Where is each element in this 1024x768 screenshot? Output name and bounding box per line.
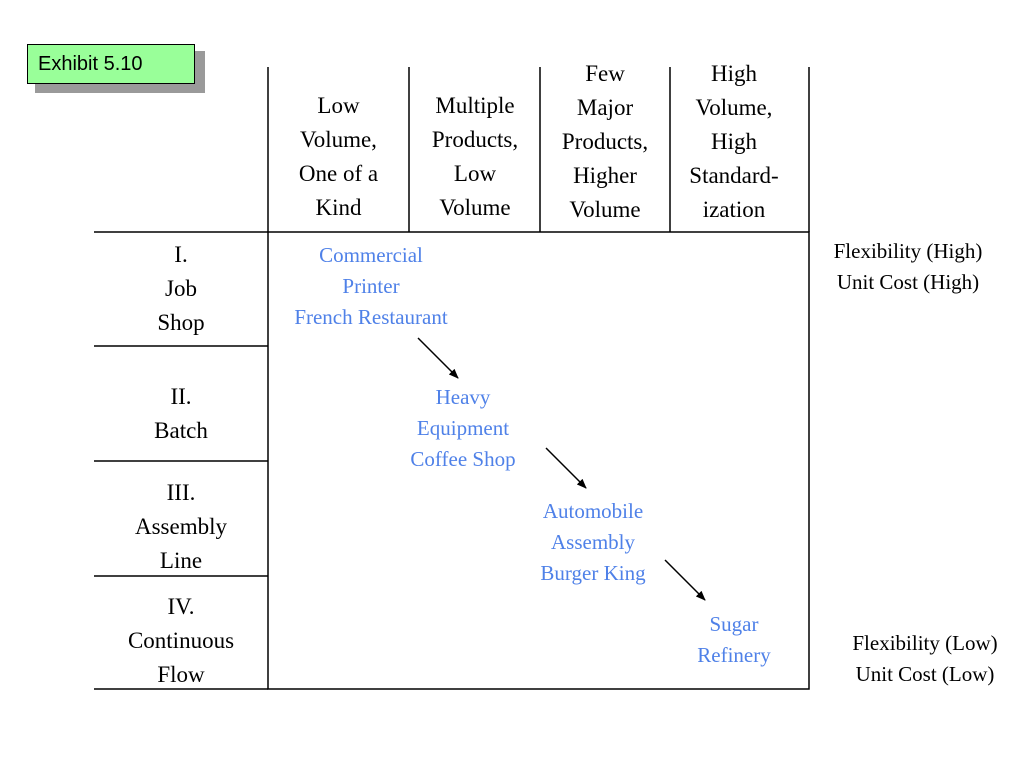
arrow-2 — [545, 447, 587, 489]
example-assembly-line: Automobile Assembly Burger King — [540, 499, 646, 585]
example-batch: Heavy Equipment Coffee Shop — [410, 385, 516, 471]
example-continuous-flow: Sugar Refinery — [697, 612, 771, 667]
exhibit-label: Exhibit 5.10 — [27, 44, 195, 84]
note-low-flexibility: Flexibility (Low) Unit Cost (Low) — [852, 631, 998, 686]
column-header-high-volume: High Volume, High Standard- ization — [689, 61, 779, 222]
row-header-job-shop: I. Job Shop — [157, 242, 205, 335]
column-header-few-major-products: Few Major Products, Higher Volume — [561, 61, 649, 222]
example-job-shop: Commercial Printer French Restaurant — [294, 243, 448, 329]
column-header-multiple-products: Multiple Products, Low Volume — [431, 93, 519, 220]
row-header-assembly-line: III. Assembly Line — [135, 480, 227, 573]
note-high-flexibility: Flexibility (High) Unit Cost (High) — [833, 239, 983, 294]
row-header-batch: II. Batch — [154, 384, 208, 443]
row-header-continuous-flow: IV. Continuous Flow — [127, 594, 235, 687]
arrow-1 — [417, 337, 459, 379]
column-header-low-volume: Low Volume, One of a Kind — [298, 93, 379, 220]
arrow-3 — [664, 559, 706, 601]
